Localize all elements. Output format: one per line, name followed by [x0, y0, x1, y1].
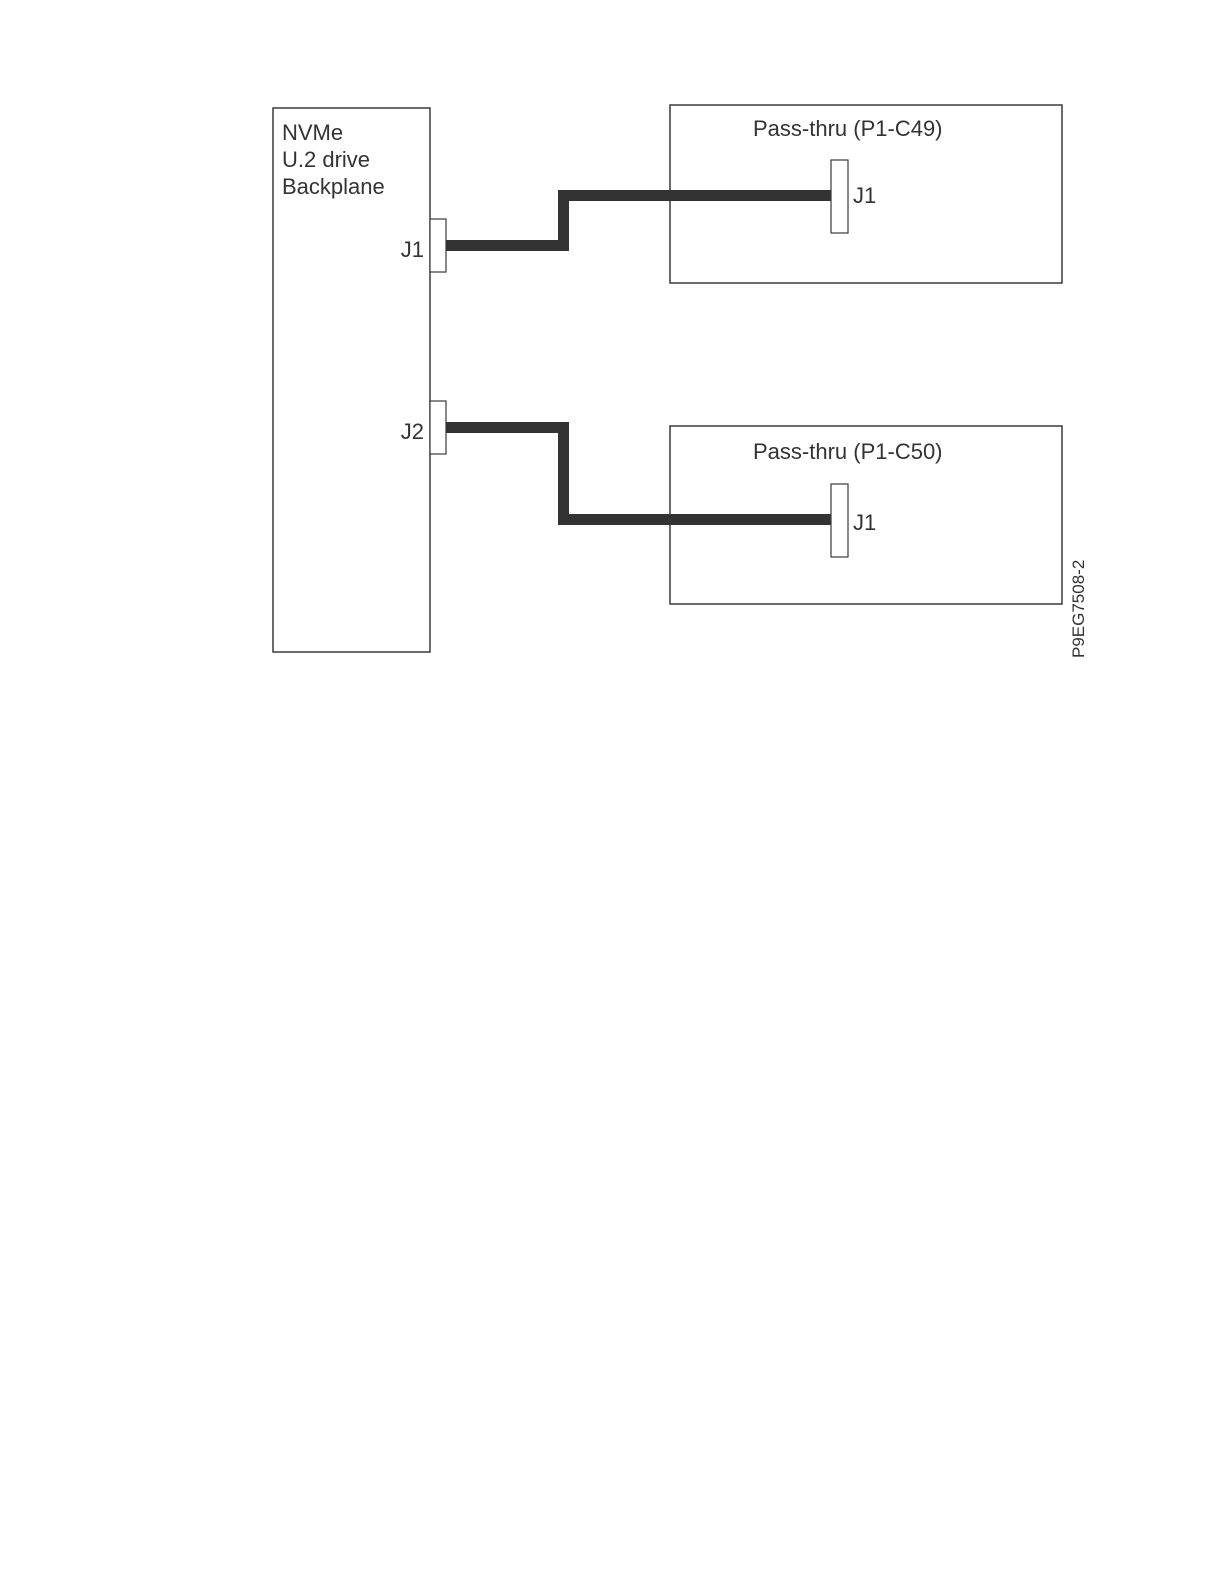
pass-thru-top-title: Pass-thru (P1-C49)	[753, 116, 943, 141]
backplane-title-line-2: U.2 drive	[282, 147, 370, 172]
pass-thru-bottom-connector-j1-label: J1	[853, 510, 876, 535]
pass-thru-top-connector-j1-label: J1	[853, 183, 876, 208]
backplane-connector-j1-label: J1	[401, 237, 424, 262]
figure-code: P9EG7508-2	[1069, 560, 1088, 658]
backplane-connector-j2-label: J2	[401, 419, 424, 444]
backplane-title-line-3: Backplane	[282, 174, 385, 199]
pass-thru-bottom-connector-j1	[831, 484, 848, 557]
backplane-title-line-1: NVMe	[282, 120, 343, 145]
pass-thru-top-connector-j1	[831, 160, 848, 233]
backplane-connector-j1	[430, 219, 446, 272]
pass-thru-bottom-title: Pass-thru (P1-C50)	[753, 439, 943, 464]
backplane-connector-j2	[430, 401, 446, 454]
